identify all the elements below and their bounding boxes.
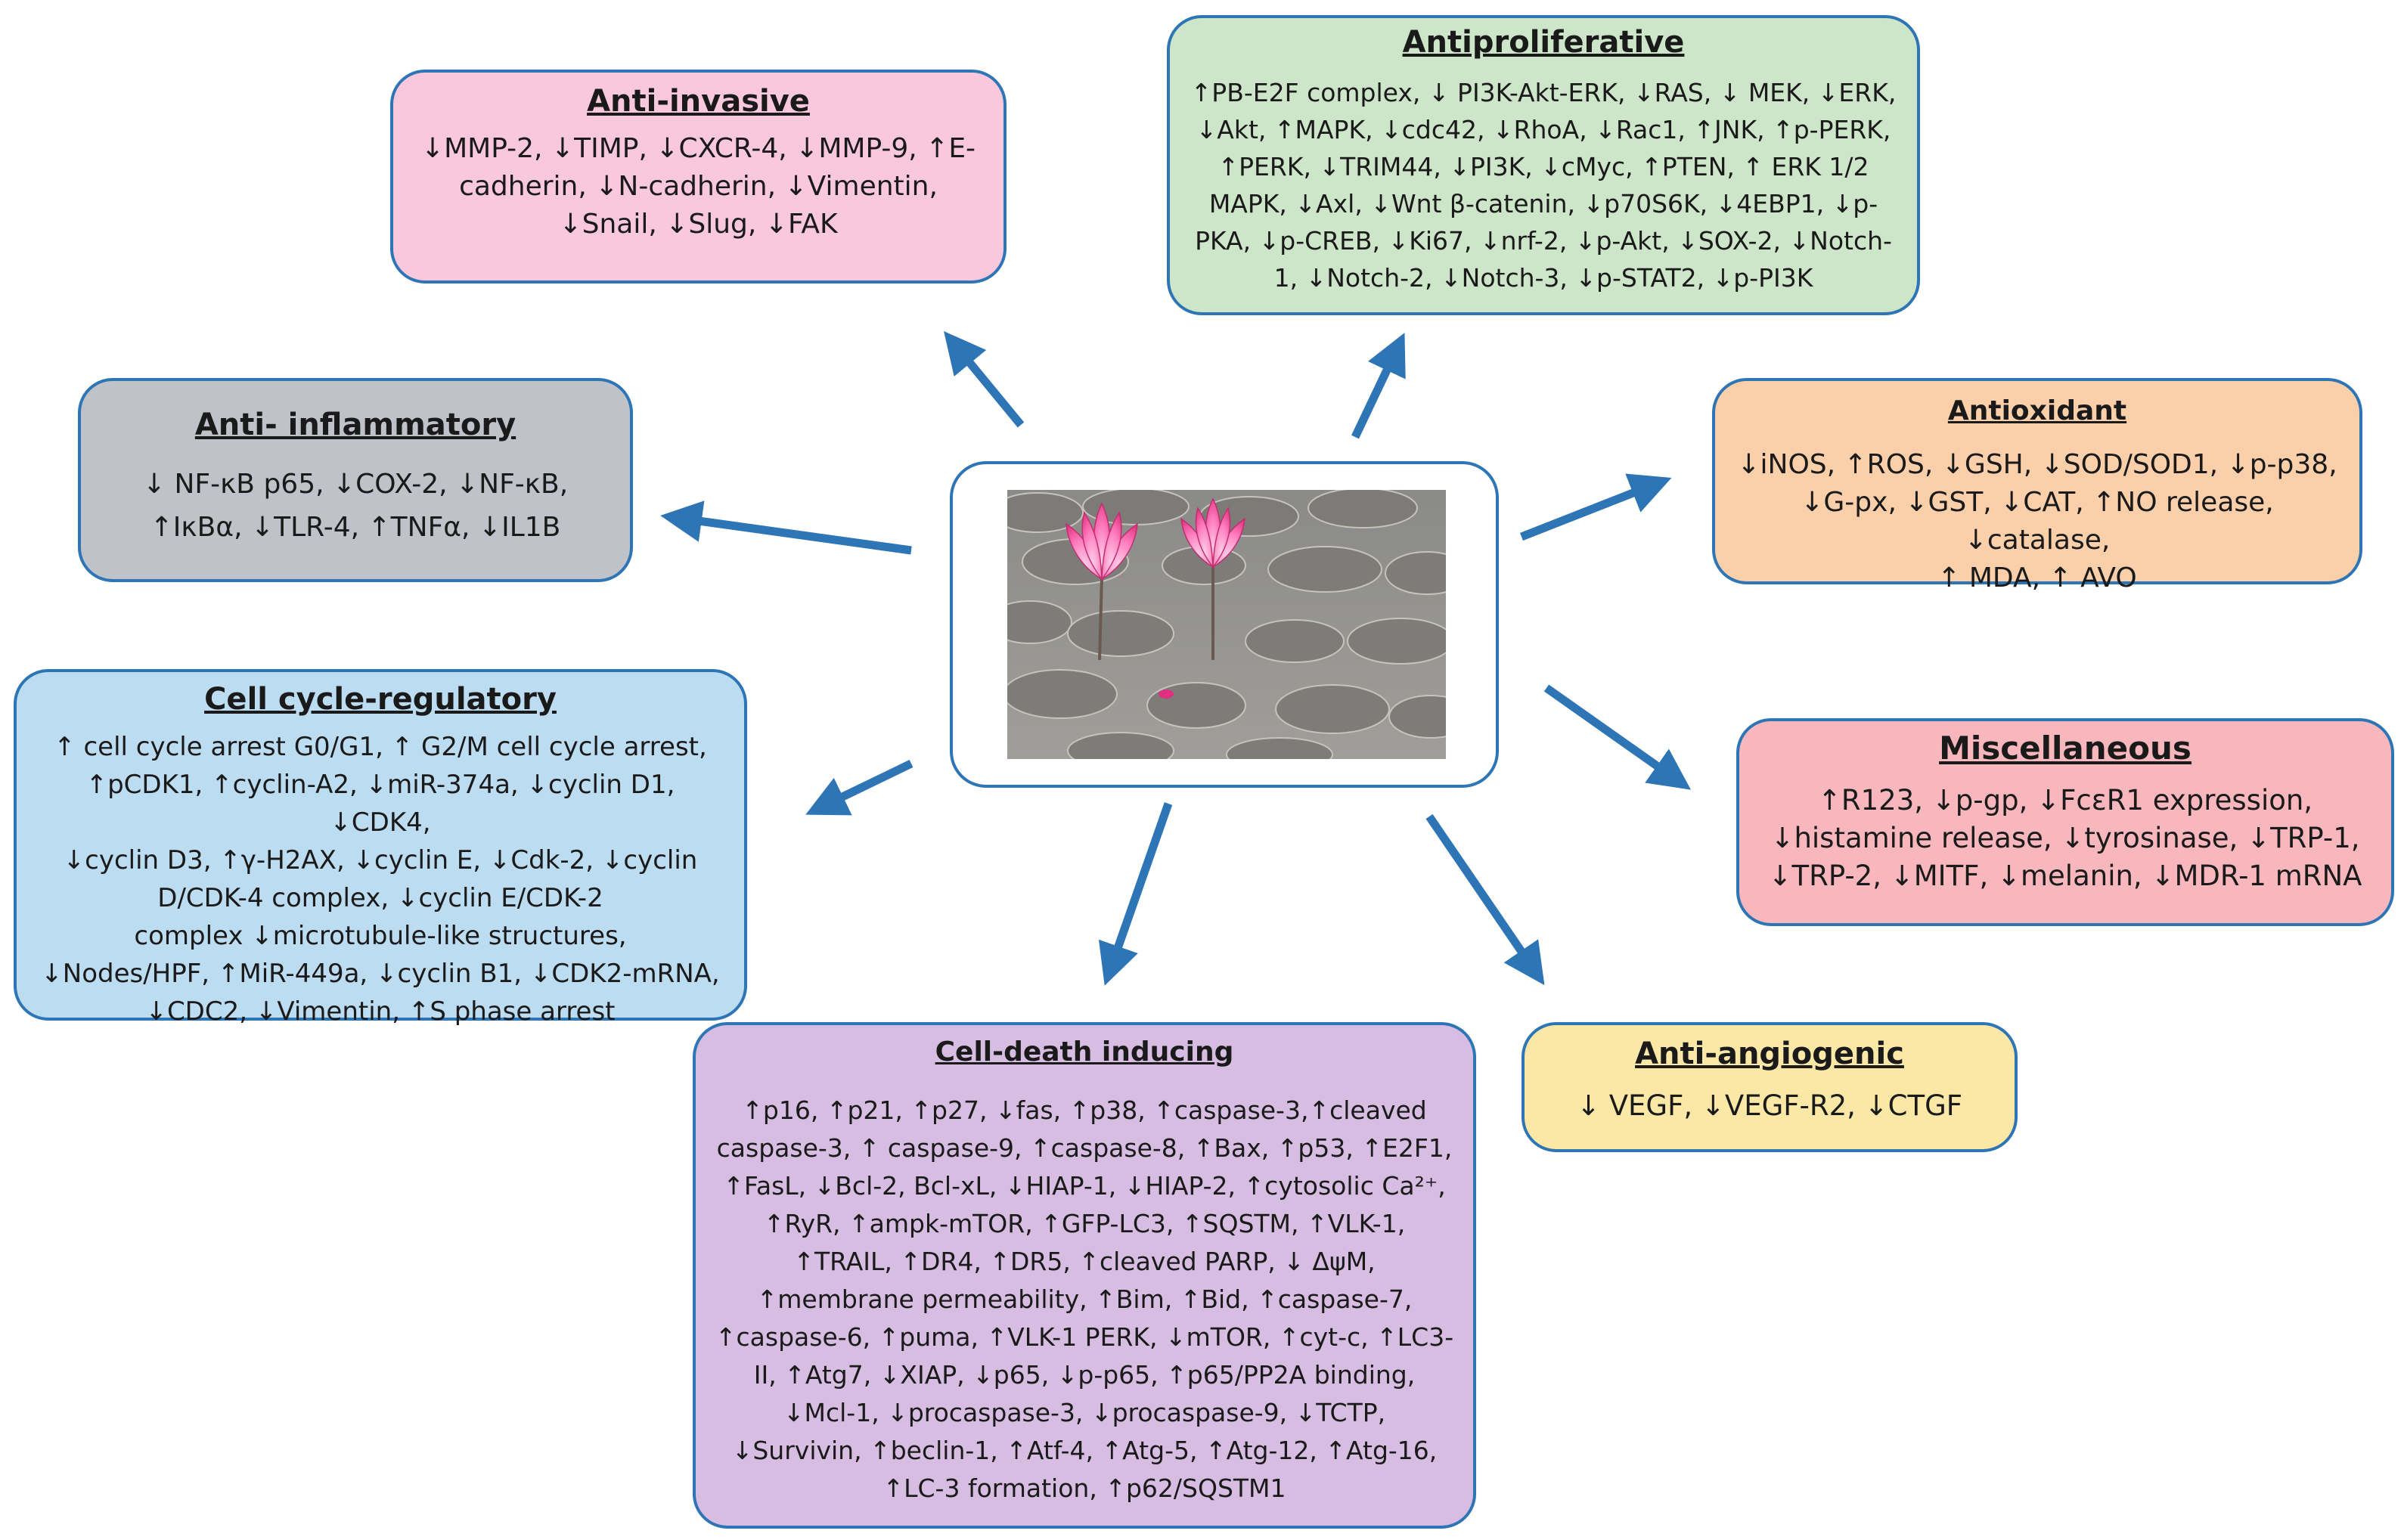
anti-angiogenic-box: Anti-angiogenic ↓ VEGF, ↓VEGF-R2, ↓CTGF [1521,1022,2018,1152]
anti-inflammatory-body: ↓ NF-κB p65, ↓COX-2, ↓NF-κB, ↑IκBα, ↓TLR… [142,469,569,543]
cell-death-title: Cell-death inducing [935,1036,1234,1067]
antiproliferative-title: Antiproliferative [1402,25,1685,60]
arrow-to-miscellaneous [1543,684,1691,790]
arrow-to-antiproliferative [1351,333,1406,439]
anti-invasive-box: Anti-invasive ↓MMP-2, ↓TIMP, ↓CXCR-4, ↓M… [390,70,1007,284]
anti-invasive-title: Anti-invasive [587,84,810,119]
cell-cycle-title: Cell cycle-regulatory [204,682,557,717]
anti-inflammatory-title: Anti- inflammatory [194,407,516,442]
antiproliferative-box: Antiproliferative ↑PB-E2F complex, ↓ PI3… [1167,15,1920,315]
anti-angiogenic-body: ↓ VEGF, ↓VEGF-R2, ↓CTGF [1576,1089,1963,1122]
lotus-photo [1007,490,1446,759]
anti-angiogenic-title: Anti-angiogenic [1635,1036,1904,1071]
arrow-to-anti-inflammatory [660,500,912,555]
anti-invasive-body: ↓MMP-2, ↓TIMP, ↓CXCR-4, ↓MMP-9, ↑E- cadh… [420,133,976,240]
antiproliferative-body: ↑PB-E2F complex, ↓ PI3K-Akt-ERK, ↓RAS, ↓… [1190,78,1897,293]
cell-cycle-body: ↑ cell cycle arrest G0/G1, ↑ G2/M cell c… [41,732,720,1027]
antioxidant-title: Antioxidant [1947,395,2127,426]
anti-inflammatory-box: Anti- inflammatory ↓ NF-κB p65, ↓COX-2, … [78,378,633,582]
cell-death-body: ↑p16, ↑p21, ↑p27, ↓fas, ↑p38, ↑caspase-3… [715,1095,1454,1503]
cell-death-box: Cell-death inducing ↑p16, ↑p21, ↑p27, ↓f… [693,1022,1476,1529]
arrow-to-antioxidant [1519,473,1672,541]
arrow-to-anti-invasive [944,331,1025,428]
arrow-to-anti-angiogenic [1425,813,1545,986]
antioxidant-box: Antioxidant ↓iNOS, ↑ROS, ↓GSH, ↓SOD/SOD1… [1712,378,2362,593]
miscellaneous-box: Miscellaneous ↑R123, ↓p-gp, ↓FcεR1 expre… [1736,718,2394,926]
cell-cycle-box: Cell cycle-regulatory ↑ cell cycle arres… [14,669,747,1027]
miscellaneous-body: ↑R123, ↓p-gp, ↓FcεR1 expression, ↓histam… [1768,784,2362,892]
antioxidant-body: ↓iNOS, ↑ROS, ↓GSH, ↓SOD/SOD1, ↓p-p38, ↓G… [1737,449,2337,593]
arrow-to-cell-death [1098,802,1173,986]
arrow-to-cell-cycle [805,760,914,816]
lotus-flowers-image [1007,490,1446,759]
center-image-frame [950,461,1499,788]
miscellaneous-title: Miscellaneous [1939,730,2192,767]
